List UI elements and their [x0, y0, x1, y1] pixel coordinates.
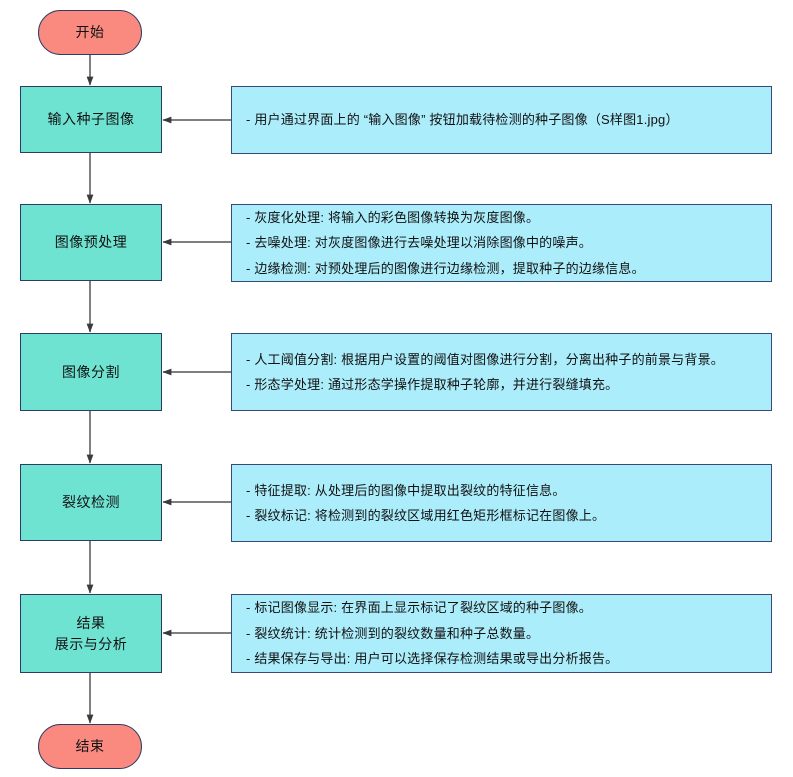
node-input-seed-image-label: 输入种子图像 [47, 111, 135, 127]
node-image-preprocess[interactable]: 图像预处理 [20, 204, 162, 281]
node-image-segmentation[interactable]: 图像分割 [20, 333, 162, 411]
node-result-line-1: 结果 [76, 614, 106, 631]
node-end[interactable]: 结束 [38, 724, 142, 769]
note-line: - 人工阈值分割: 根据用户设置的阈值对图像进行分割，分离出种子的前景与背景。 [246, 351, 724, 367]
node-result-display-analysis[interactable]: 结果 展示与分析 [20, 594, 162, 673]
node-crack-detection[interactable]: 裂纹检测 [20, 464, 162, 541]
node-image-segmentation-label: 图像分割 [62, 363, 120, 380]
note-image-segmentation[interactable]: - 人工阈值分割: 根据用户设置的阈值对图像进行分割，分离出种子的前景与背景。 … [231, 333, 772, 411]
note-line: - 裂纹标记: 将检测到的裂纹区域用红色矩形框标记在图像上。 [246, 508, 606, 523]
note-image-preprocess[interactable]: - 灰度化处理: 将输入的彩色图像转换为灰度图像。 - 去噪处理: 对灰度图像进… [231, 204, 772, 282]
note-line: - 特征提取: 从处理后的图像中提取出裂纹的特征信息。 [246, 482, 566, 498]
note-line: - 裂纹统计: 统计检测到的裂纹数量和种子总数量。 [246, 625, 540, 641]
note-line: - 形态学处理: 通过形态学操作提取种子轮廓，并进行裂缝填充。 [246, 377, 619, 392]
note-line: - 用户通过界面上的 “输入图像” 按钮加载待检测的种子图像（S样图1.jpg） [246, 112, 679, 128]
node-image-preprocess-label: 图像预处理 [54, 234, 128, 250]
note-crack-detection[interactable]: - 特征提取: 从处理后的图像中提取出裂纹的特征信息。 - 裂纹标记: 将检测到… [231, 464, 772, 542]
note-line: - 标记图像显示: 在界面上显示标记了裂纹区域的种子图像。 [246, 600, 592, 616]
node-crack-detection-label: 裂纹检测 [62, 494, 120, 510]
node-result-line-2: 展示与分析 [54, 635, 128, 652]
note-line: - 结果保存与导出: 用户可以选择保存检测结果或导出分析报告。 [246, 651, 619, 667]
node-input-seed-image[interactable]: 输入种子图像 [20, 86, 162, 153]
note-line: - 灰度化处理: 将输入的彩色图像转换为灰度图像。 [246, 209, 540, 225]
node-end-label: 结束 [75, 737, 105, 754]
node-start-label: 开始 [75, 23, 105, 40]
node-result-display-analysis-label: 结果 展示与分析 [55, 613, 128, 655]
note-line: - 去噪处理: 对灰度图像进行去噪处理以消除图像中的噪声。 [246, 235, 592, 251]
note-input-seed-image[interactable]: - 用户通过界面上的 “输入图像” 按钮加载待检测的种子图像（S样图1.jpg） [231, 86, 772, 154]
note-line: - 边缘检测: 对预处理后的图像进行边缘检测，提取种子的边缘信息。 [246, 260, 645, 276]
note-result-display-analysis[interactable]: - 标记图像显示: 在界面上显示标记了裂纹区域的种子图像。 - 裂纹统计: 统计… [231, 594, 772, 673]
node-start[interactable]: 开始 [38, 10, 142, 55]
